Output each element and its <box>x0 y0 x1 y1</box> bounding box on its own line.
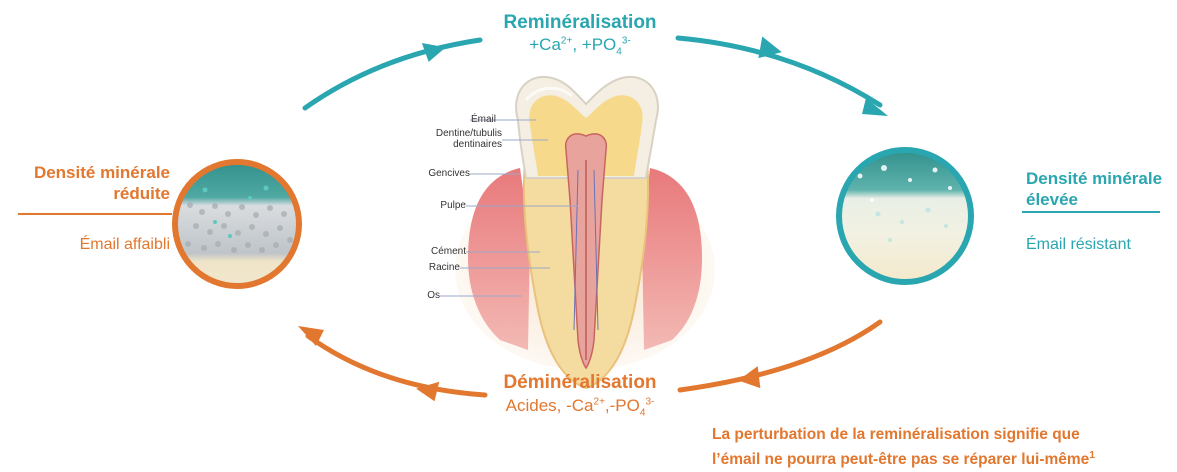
note-line1: La perturbation de la reminéralisation s… <box>712 424 1172 445</box>
arrow-bottom-right <box>680 322 880 390</box>
formula-subscript: 4 <box>616 46 622 57</box>
left-density-label: Densité minérale réduite <box>4 162 170 204</box>
arrow-head-top-left <box>422 38 448 63</box>
arrow-head-bottom-right <box>736 366 762 392</box>
formula-superscript: 3- <box>645 396 654 407</box>
tooth-label-dentine: Dentine/tubulis dentinaires <box>398 128 502 150</box>
formula-superscript: 2+ <box>594 396 605 407</box>
remineralisation-formula: +Ca2+, +PO43- <box>470 35 690 57</box>
tooth-label-cement: Cément <box>400 246 466 257</box>
right-density-line2: élevée <box>1026 189 1176 210</box>
arrow-head-bottom-left <box>415 379 440 402</box>
left-density-line2: réduite <box>4 183 170 204</box>
note-line2: l’émail ne pourra peut-être pas se répar… <box>712 445 1172 470</box>
remineralisation-title: Reminéralisation <box>470 12 690 34</box>
tooth-label-dentine-line1: Dentine/tubulis <box>398 128 502 139</box>
tooth-label-racine: Racine <box>400 262 460 273</box>
formula-superscript: 3- <box>622 35 631 46</box>
right-enamel-circle <box>836 148 976 288</box>
formula-text: Acides, -Ca <box>506 396 594 415</box>
arrow-bottom-left <box>308 336 485 395</box>
note-line2-text: l’émail ne pourra peut-être pas se répar… <box>712 451 1089 468</box>
demineralisation-title: Déminéralisation <box>470 372 690 394</box>
note-footnote: 1 <box>1089 450 1095 461</box>
formula-text: ,-PO <box>605 396 640 415</box>
left-enamel-label: Émail affaibli <box>4 236 170 254</box>
tooth-label-gencives: Gencives <box>400 168 470 179</box>
formula-subscript: 4 <box>640 407 646 418</box>
arrow-top-left <box>305 40 480 108</box>
disruption-note: La perturbation de la reminéralisation s… <box>712 424 1172 470</box>
right-density-label: Densité minérale élevée <box>1026 168 1176 210</box>
tooth-label-email: Émail <box>436 114 496 125</box>
left-enamel-circle <box>170 158 310 298</box>
tooth-label-pulpe: Pulpe <box>400 200 466 211</box>
arrow-top-right <box>678 38 880 105</box>
formula-text: , +PO <box>572 35 616 54</box>
right-enamel-label: Émail résistant <box>1026 236 1176 254</box>
tooth-label-dentine-line2: dentinaires <box>398 139 502 150</box>
formula-text: +Ca <box>529 35 561 54</box>
demineralisation-formula: Acides, -Ca2+,-PO43- <box>450 396 710 418</box>
left-density-line1: Densité minérale <box>4 162 170 183</box>
tooth-label-os: Os <box>400 290 440 301</box>
right-density-line1: Densité minérale <box>1026 168 1176 189</box>
formula-superscript: 2+ <box>561 35 572 46</box>
